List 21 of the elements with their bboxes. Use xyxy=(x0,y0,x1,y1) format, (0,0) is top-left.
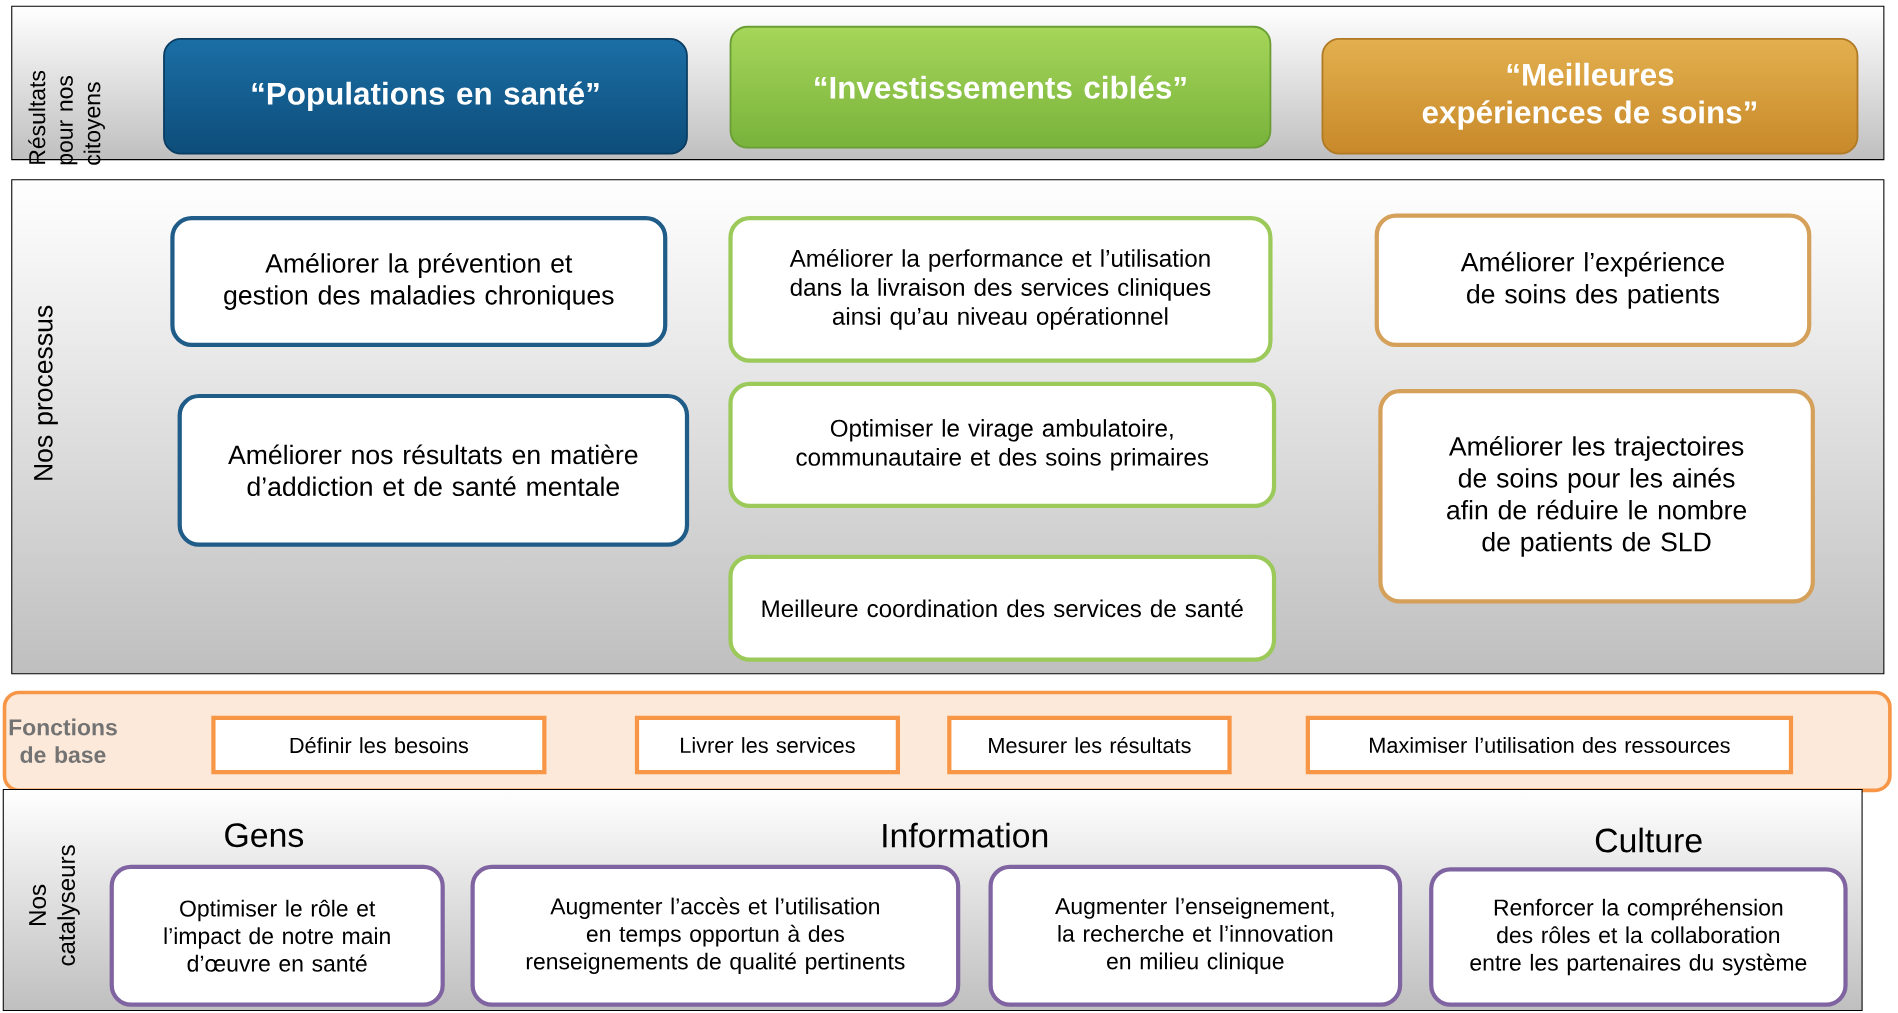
group-heading: Culture xyxy=(1595,827,1702,853)
enabler-box: Optimiser le rôle et l’impact de notre main d’œuvre en santé xyxy=(109,864,445,1007)
enabler-box: Renforcer la compréhension des rôles et la collaboration entre les partenaires du système xyxy=(1429,867,1848,1007)
outcome-box: “Meilleures expériences de soins” xyxy=(1321,37,1859,155)
process-box: Améliorer la performance et l’utilisation dans la livraison des services cliniques ainsi qu’au niveau opérationnel xyxy=(728,215,1273,363)
function-box: Définir les besoins xyxy=(211,715,547,775)
process-box: Améliorer nos résultats en matière d’addiction et de santé mentale xyxy=(177,393,690,547)
enabler-box: Augmenter l’accès et l’utilisation en temps opportun à des renseignements de qualité pertinents xyxy=(470,864,961,1007)
outcome-box: “Populations en santé” xyxy=(163,37,688,155)
process-box: Améliorer l’expérience de soins des patients xyxy=(1374,213,1812,347)
process-box: Optimiser le virage ambulatoire, communautaire et des soins primaires xyxy=(728,381,1277,508)
function-box: Mesurer les résultats xyxy=(947,715,1232,775)
process-box: Améliorer les trajectoires de soins pour les ainés afin de réduire le nombre de patients de SLD xyxy=(1378,389,1815,604)
enabler-box: Augmenter l’enseignement, la recherche et l’innovation en milieu clinique xyxy=(988,864,1403,1007)
process-box: Améliorer la prévention et gestion des maladies chroniques xyxy=(170,215,668,347)
group-heading: Gens xyxy=(225,823,304,848)
outcome-box: “Investissements ciblés” xyxy=(729,25,1272,149)
function-box: Maximiser l’utilisation des ressources xyxy=(1305,715,1794,775)
group-heading: Information xyxy=(883,822,1048,848)
process-box: Meilleure coordination des services de santé xyxy=(728,554,1277,662)
function-box: Livrer les services xyxy=(634,715,900,775)
